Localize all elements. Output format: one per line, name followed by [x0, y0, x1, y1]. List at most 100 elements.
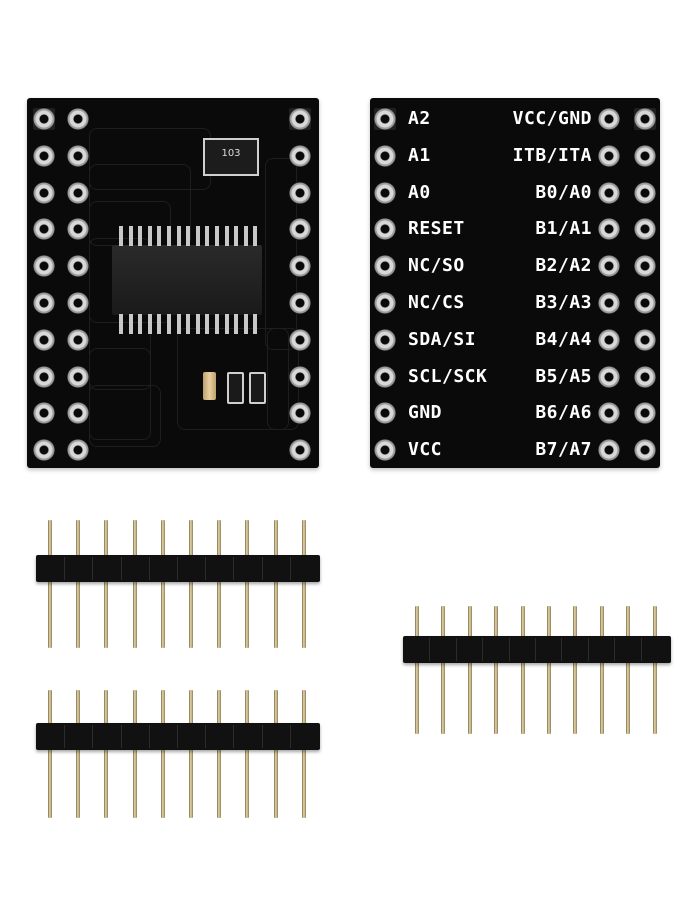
header-segment [177, 725, 178, 748]
pin-label-left: NC/SO [408, 255, 465, 277]
header-segment [148, 557, 150, 580]
header-pin [301, 690, 306, 818]
pad [67, 144, 89, 167]
pin-label-right: B0/A0 [535, 181, 592, 203]
pad [598, 439, 620, 462]
chip-leg [176, 314, 181, 334]
chip-leg [138, 226, 143, 246]
header-pin [189, 690, 193, 818]
header-segment [640, 638, 642, 661]
pcb-trace [177, 328, 289, 430]
pad [67, 328, 89, 351]
pad [67, 218, 89, 241]
header-pin [48, 690, 52, 818]
header-segment [233, 557, 235, 580]
header-segment [120, 725, 122, 748]
header-segment [233, 725, 235, 748]
pin-label-right: B5/A5 [535, 365, 592, 387]
pad [33, 181, 55, 204]
resistor-network-marking: 103 [221, 148, 241, 159]
header-pin [132, 690, 137, 818]
pad [289, 218, 311, 241]
pin-label-right: B6/A6 [535, 402, 592, 424]
chip-leg [167, 226, 171, 246]
pad [33, 365, 55, 388]
pin-label-left: A0 [408, 181, 431, 203]
pin-label-left: GND [408, 402, 443, 424]
pad [33, 218, 55, 241]
chip-leg [234, 314, 239, 334]
pad [67, 181, 89, 204]
pad [598, 292, 620, 314]
header-segment [177, 557, 178, 580]
header-segment [561, 638, 563, 661]
pad [634, 218, 656, 241]
pad [374, 402, 396, 425]
pad [374, 108, 396, 130]
chip-leg [224, 314, 229, 334]
chip-leg [128, 226, 133, 246]
pad [374, 365, 396, 388]
chip-leg [157, 226, 162, 246]
chip-leg [253, 314, 258, 334]
pin-label-left: A1 [408, 144, 431, 166]
header-pin [104, 520, 109, 648]
header-segment [587, 638, 589, 661]
header-plastic [36, 555, 320, 582]
chip-leg [253, 226, 258, 246]
header-segment [92, 557, 94, 580]
chip-leg [215, 314, 219, 334]
header-pin [301, 520, 306, 648]
pad [598, 402, 620, 425]
header-pin [273, 520, 278, 648]
header-segment [64, 725, 66, 748]
header-plastic [403, 636, 671, 663]
chip-leg [243, 314, 248, 334]
pin-label-right: B2/A2 [535, 255, 592, 277]
header-segment [92, 725, 94, 748]
pad [374, 439, 396, 462]
pad [67, 108, 89, 130]
pad [289, 292, 311, 314]
chip-leg [119, 314, 123, 334]
pad [634, 181, 656, 204]
pad [598, 255, 620, 278]
pad [598, 365, 620, 388]
pin-label-right: B3/A3 [535, 292, 592, 313]
pad [33, 402, 55, 425]
header-pin [217, 520, 222, 648]
header-segment [205, 557, 207, 580]
pin-label-left: SDA/SI [408, 328, 477, 350]
pin-label-left: RESET [408, 218, 465, 240]
pad [598, 108, 620, 130]
header-pin [467, 606, 472, 734]
header-pin [441, 606, 446, 734]
pin-header [36, 520, 320, 648]
pad [33, 292, 55, 314]
pad [67, 439, 89, 462]
pin-label-right: B7/A7 [535, 439, 592, 461]
pad [374, 218, 396, 241]
pad [289, 402, 311, 425]
header-pin [573, 606, 578, 734]
pin-label-right: ITB/ITA [512, 144, 592, 166]
pin-header [36, 690, 320, 818]
chip-leg [205, 226, 210, 246]
pin-label-left: NC/CS [408, 292, 465, 313]
header-segment [261, 557, 263, 580]
header-pin [494, 606, 499, 734]
pad [598, 144, 620, 167]
pad [33, 255, 55, 278]
header-pin [626, 606, 631, 734]
pad [289, 439, 311, 462]
chip-leg [138, 314, 143, 334]
header-segment [614, 638, 616, 661]
header-segment [289, 557, 291, 580]
header-segment [482, 638, 484, 661]
header-pin [189, 520, 193, 648]
header-segment [535, 638, 536, 661]
pin-label-right: B4/A4 [535, 328, 592, 350]
header-segment [429, 638, 431, 661]
header-pin [245, 690, 250, 818]
